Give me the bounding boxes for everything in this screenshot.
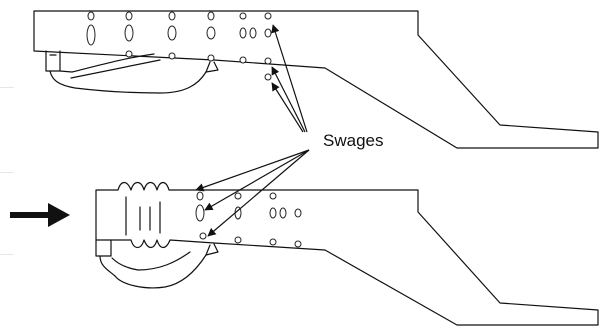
lower-flange [49, 61, 211, 94]
part-outline [33, 10, 599, 149]
part-before-swaging [33, 10, 599, 149]
margin-rule [0, 87, 14, 88]
leader-arrows [195, 24, 310, 237]
part-after-swaging [95, 181, 599, 326]
mounting-block [45, 50, 61, 72]
swages-label: Swages [323, 131, 383, 150]
mounting-block [95, 239, 112, 257]
margin-rule [0, 172, 14, 173]
hole-pattern [86, 11, 272, 81]
margin-rule [0, 254, 14, 255]
hole-pattern [195, 191, 302, 248]
right-arrow-icon [10, 203, 70, 227]
lower-flange [99, 244, 211, 289]
part-outline [95, 181, 599, 326]
